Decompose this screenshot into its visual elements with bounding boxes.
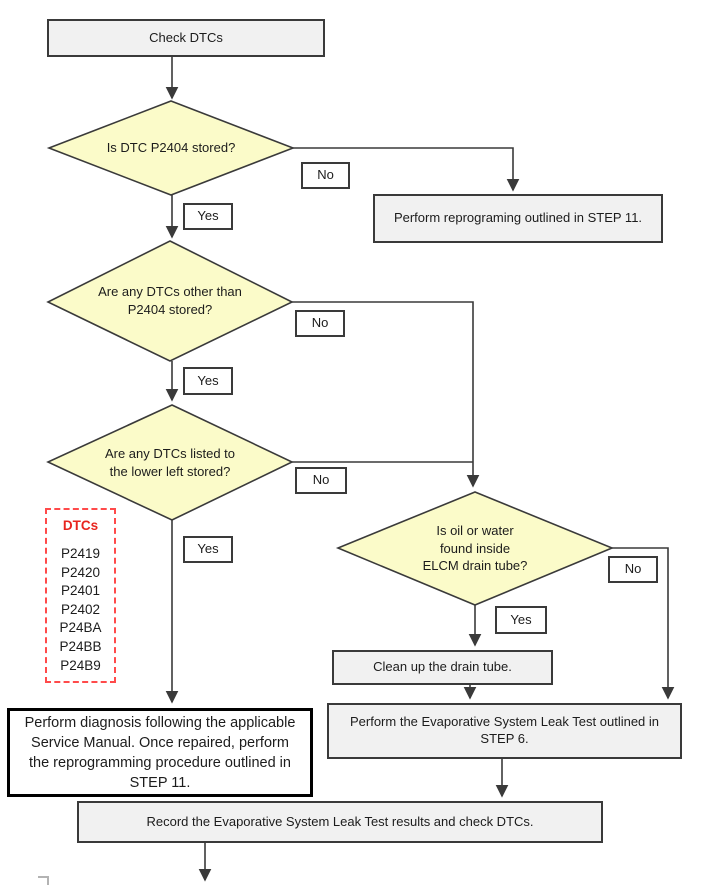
edge-q1-no: [293, 147, 520, 192]
dtc-code: P2419: [60, 546, 101, 561]
next-page-corner-mark: [38, 876, 49, 885]
decision-p2404-shape: [46, 100, 296, 196]
dtc-code: P2420: [60, 564, 101, 580]
step-leak-test: Perform the Evaporative System Leak Test…: [327, 703, 682, 759]
decision-other-dtcs-label: Are any DTCs other than P2404 stored?: [98, 284, 242, 317]
decision-oil-water-label: Is oil or water found inside ELCM drain …: [422, 523, 528, 574]
dtc-code: P24BB: [59, 638, 102, 654]
edge-label-yes-q3: Yes: [183, 536, 233, 563]
edge-label-no-q3: No: [295, 467, 347, 494]
edge-label-yes-q4: Yes: [495, 606, 547, 634]
edge-label-no-q4: No: [608, 556, 658, 583]
edge-q2-no: [292, 301, 480, 488]
decision-listed-dtcs-label: Are any DTCs listed to the lower left st…: [104, 445, 236, 479]
edge-label-no-q2: No: [295, 310, 345, 337]
step-perform-diagnosis: Perform diagnosis following the applicab…: [7, 708, 313, 797]
decision-listed-dtcs-shape: [46, 404, 294, 521]
edge-q4-no: [612, 547, 675, 700]
decision-other-dtcs-shape: [46, 240, 294, 362]
decision-oil-water-shape: [335, 491, 615, 606]
edge-label-yes-q2: Yes: [183, 367, 233, 395]
edge-label-no-q1: No: [301, 162, 350, 189]
dtc-code: P24B9: [60, 657, 101, 673]
dtc-list-box: DTCs P2419 P2420 P2401 P2402 P24BA P24BB…: [45, 508, 116, 683]
step-clean-drain-tube: Clean up the drain tube.: [332, 650, 553, 685]
dtc-code: P24BA: [59, 620, 102, 636]
dtc-code: P2401: [60, 583, 101, 599]
dtc-list-title: DTCs: [62, 518, 99, 533]
decision-p2404-label: Is DTC P2404 stored?: [106, 140, 236, 156]
dtc-code: P2402: [60, 601, 101, 617]
step-check-dtcs: Check DTCs: [47, 19, 325, 57]
step-record-results: Record the Evaporative System Leak Test …: [77, 801, 603, 843]
step-reprogram: Perform reprograming outlined in STEP 11…: [373, 194, 663, 243]
edge-label-yes-q1: Yes: [183, 203, 233, 230]
